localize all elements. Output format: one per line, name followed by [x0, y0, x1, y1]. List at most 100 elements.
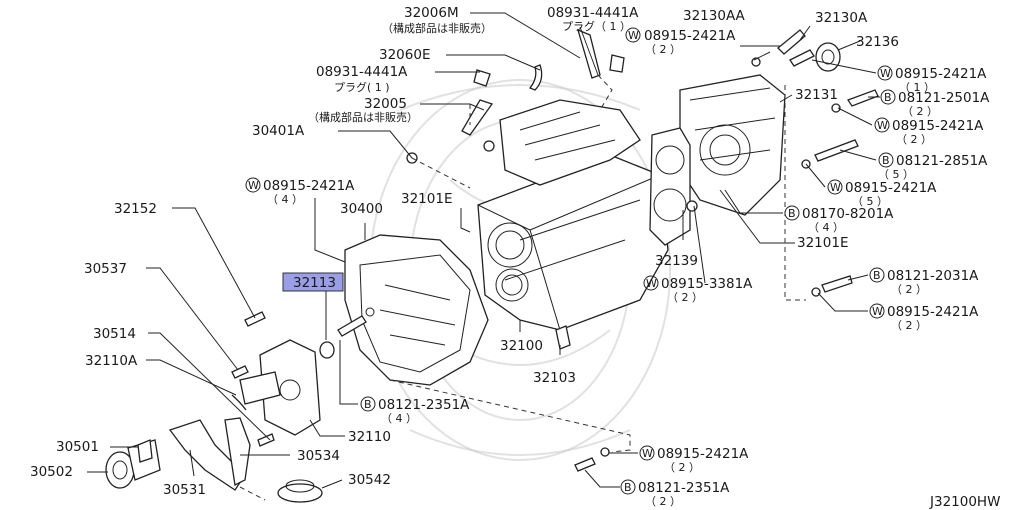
label-30501[interactable]: 30501 — [56, 439, 99, 455]
note-plug-top: プラグ（ 1 ） — [562, 19, 631, 33]
bolt-symbol-icon — [620, 479, 636, 495]
qty-08915-r3: （ 5 ） — [852, 195, 888, 208]
qty-08915-top: （ 2 ） — [645, 43, 681, 56]
label-08170-8201A[interactable]: 08170-8201A — [802, 206, 894, 222]
washer-symbol-icon — [643, 275, 659, 291]
front-cover-32110[interactable] — [239, 339, 321, 436]
label-08915-2421A-top[interactable]: 08915-2421A — [644, 28, 736, 44]
label-30502[interactable]: 30502 — [30, 464, 73, 480]
label-08915-2421A-bottom[interactable]: 08915-2421A — [657, 446, 749, 462]
label-32110[interactable]: 32110 — [348, 429, 391, 445]
highlight-32113 — [282, 272, 344, 292]
bolt-symbol: B — [788, 207, 796, 220]
label-32152[interactable]: 32152 — [114, 201, 157, 217]
qty-08170: （ 4 ） — [808, 221, 844, 234]
label-30401A[interactable]: 30401A — [252, 123, 305, 139]
label-08121-2501A[interactable]: 08121-2501A — [898, 90, 990, 106]
label-08915-2421A-r1[interactable]: 08915-2421A — [895, 66, 987, 82]
bolt-symbol: B — [884, 91, 892, 104]
qty-08915-left: （ 4 ） — [267, 193, 303, 206]
qty-08121-r2: （ 5 ） — [878, 168, 914, 181]
label-32005[interactable]: 32005 — [364, 96, 407, 112]
fasteners — [137, 28, 879, 472]
boot-30542[interactable] — [277, 479, 323, 503]
bolt-symbol-icon — [784, 205, 800, 221]
bolt-symbol-icon — [880, 89, 896, 105]
label-30537[interactable]: 30537 — [84, 261, 127, 277]
note-32006M: （構成部品は非販売） — [382, 21, 492, 35]
washer-symbol-icon — [874, 117, 890, 133]
label-32130A[interactable]: 32130A — [815, 10, 868, 26]
diagram-code: J32100HW — [929, 494, 1000, 510]
washer-symbol-icon — [877, 65, 893, 81]
part-labels: 32006M （構成部品は非販売） 08931-4441A プラグ（ 1 ） 3… — [30, 5, 1000, 510]
rear-adapter-32131[interactable] — [679, 74, 786, 216]
label-32139[interactable]: 32139 — [655, 253, 698, 269]
bolt-symbol: B — [882, 154, 890, 167]
label-30542[interactable]: 30542 — [348, 472, 391, 488]
bolt-symbol: B — [364, 398, 372, 411]
label-30531[interactable]: 30531 — [163, 482, 206, 498]
release-fork-30531[interactable] — [168, 417, 251, 491]
label-32131[interactable]: 32131 — [795, 87, 838, 103]
oil-seal-32136[interactable] — [815, 42, 841, 72]
washer-symbol: W — [880, 67, 891, 80]
label-32100[interactable]: 32100 — [500, 338, 543, 354]
bolt-symbol-icon — [360, 396, 376, 412]
label-32060E[interactable]: 32060E — [379, 47, 430, 63]
label-30514[interactable]: 30514 — [93, 326, 136, 342]
label-08121-2031A[interactable]: 08121-2031A — [887, 268, 979, 284]
note-plug-left: プラグ( 1 ) — [334, 80, 390, 94]
qty-08121-r1: （ 2 ） — [902, 105, 938, 118]
label-08121-2851A[interactable]: 08121-2851A — [896, 153, 988, 169]
label-30534[interactable]: 30534 — [297, 448, 340, 464]
bolt-symbol-icon — [869, 267, 885, 283]
qty-08915-mid: （ 2 ） — [667, 291, 703, 304]
qty-08915-r4: （ 2 ） — [891, 319, 927, 332]
label-08931-4441A-top[interactable]: 08931-4441A — [547, 5, 639, 21]
label-32110A[interactable]: 32110A — [85, 353, 138, 369]
qty-08915-r2: （ 2 ） — [896, 133, 932, 146]
bolt-symbol: B — [624, 481, 632, 494]
washer-symbol-icon — [869, 303, 885, 319]
label-08915-3381A[interactable]: 08915-3381A — [661, 276, 753, 292]
label-32006M[interactable]: 32006M — [404, 5, 459, 21]
label-32130AA[interactable]: 32130AA — [683, 8, 746, 24]
bolt-symbol: B — [873, 269, 881, 282]
washer-symbol-icon — [625, 27, 641, 43]
washer-symbol: W — [248, 179, 259, 192]
washer-symbol: W — [642, 447, 653, 460]
label-08915-2421A-r3[interactable]: 08915-2421A — [845, 180, 937, 196]
transmission-case-32100[interactable] — [477, 99, 669, 331]
washer-symbol-icon — [639, 445, 655, 461]
qty-08121-mid: （ 4 ） — [381, 412, 417, 425]
note-32005: （構成部品は非販売） — [308, 110, 418, 124]
label-32136[interactable]: 32136 — [856, 34, 899, 50]
label-32101E-right[interactable]: 32101E — [797, 235, 848, 251]
qty-08915-bottom: （ 2 ） — [664, 461, 700, 474]
qty-08121-r4: （ 2 ） — [891, 283, 927, 296]
label-08931-4441A-left[interactable]: 08931-4441A — [316, 64, 408, 80]
label-08121-2351A-mid[interactable]: 08121-2351A — [378, 397, 470, 413]
clutch-housing-30400[interactable] — [344, 234, 489, 386]
washer-symbol: W — [877, 119, 888, 132]
washer-symbol-icon — [245, 177, 261, 193]
washer-symbol: W — [628, 29, 639, 42]
leader-lines — [87, 12, 880, 501]
label-08915-2421A-r4[interactable]: 08915-2421A — [887, 304, 979, 320]
label-08915-2421A-r2[interactable]: 08915-2421A — [892, 118, 984, 134]
plate-32139[interactable] — [649, 127, 691, 246]
qty-08915-r1: （ 1 ） — [899, 81, 935, 94]
label-32103[interactable]: 32103 — [533, 370, 576, 386]
label-32101E-left[interactable]: 32101E — [401, 191, 452, 207]
label-30400[interactable]: 30400 — [340, 201, 383, 217]
bolt-symbol-icon — [878, 152, 894, 168]
label-08121-2351A-bottom[interactable]: 08121-2351A — [638, 480, 730, 496]
label-08915-2421A-left[interactable]: 08915-2421A — [263, 178, 355, 194]
washer-symbol: W — [830, 181, 841, 194]
washer-symbol: W — [646, 277, 657, 290]
washer-symbol-icon — [827, 179, 843, 195]
qty-08121-bottom: （ 2 ） — [645, 495, 681, 508]
label-32113[interactable]: 32113 — [293, 275, 336, 291]
